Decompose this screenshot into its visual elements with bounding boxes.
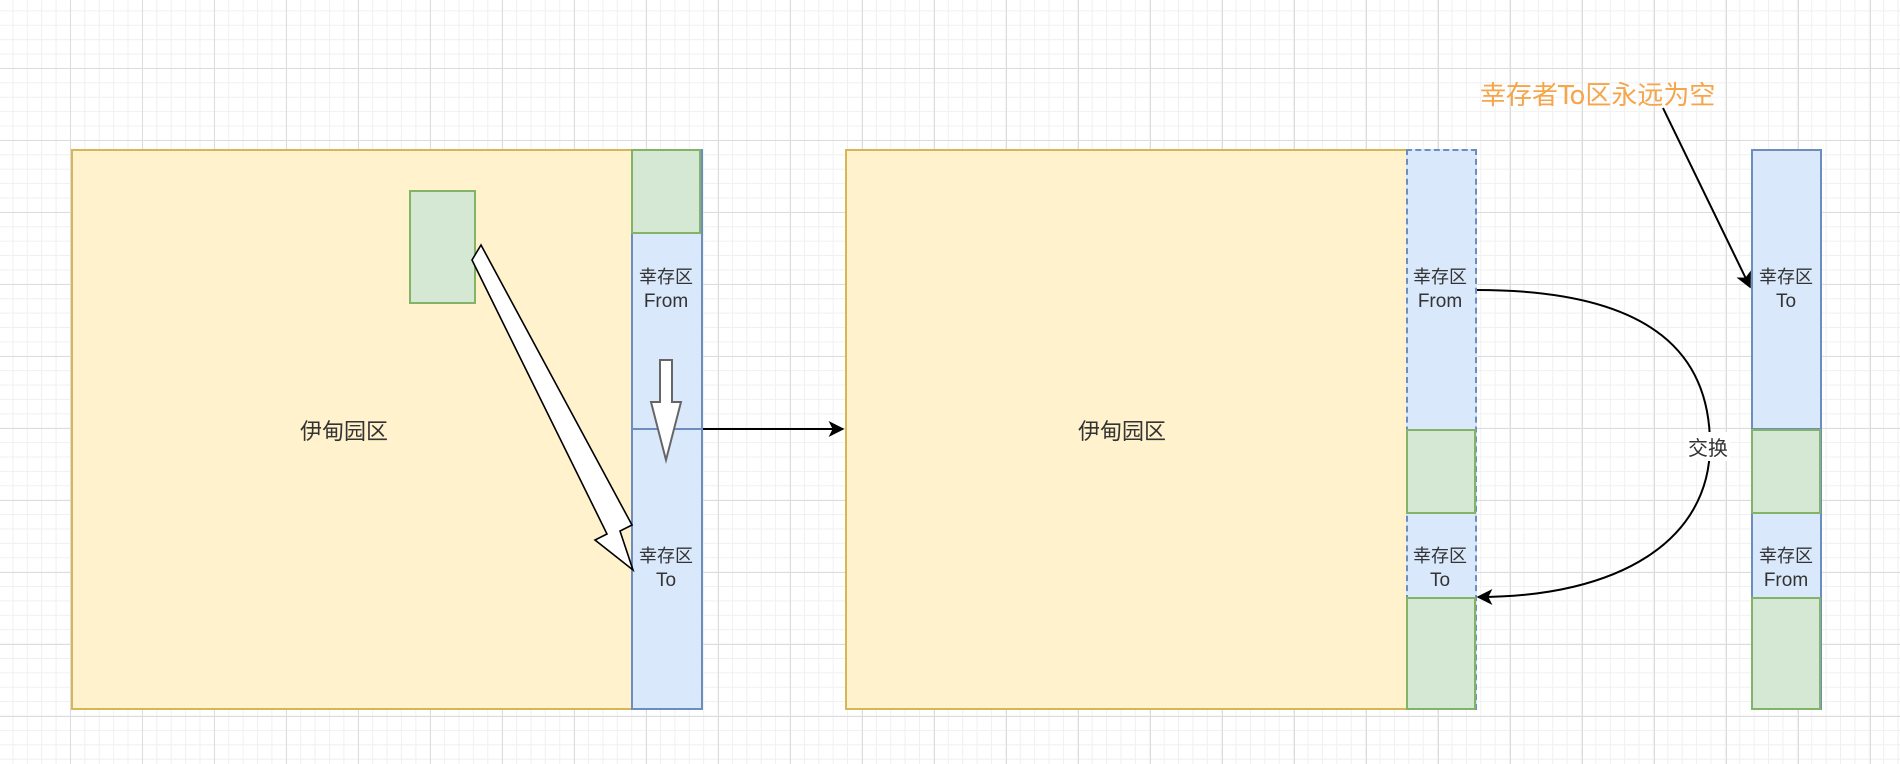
left-survivor-object — [631, 149, 701, 234]
swap-curve-arrow — [1476, 289, 1712, 605]
middle-to-label: 幸存区 To — [1400, 545, 1480, 593]
swap-label: 交换 — [1686, 432, 1730, 461]
left-from-label-en: From — [643, 291, 689, 312]
right-to-label-cn: 幸存区 — [1759, 267, 1813, 288]
left-to-label: 幸存区 To — [626, 545, 706, 593]
copy-to-survivor-arrow — [471, 243, 635, 573]
middle-survivor-object-lower — [1406, 597, 1476, 710]
middle-eden-area — [845, 149, 1408, 710]
middle-from-label-cn: 幸存区 — [1413, 267, 1467, 288]
right-survivor-to-area — [1751, 149, 1822, 430]
left-eden-label: 伊甸园区 — [300, 420, 389, 445]
right-to-label: 幸存区 To — [1746, 266, 1826, 314]
right-survivor-object-upper — [1751, 429, 1821, 514]
left-from-label: 幸存区 From — [626, 266, 706, 314]
middle-to-label-en: To — [1429, 570, 1451, 591]
left-eden-object — [409, 190, 476, 304]
right-from-label-en: From — [1763, 570, 1809, 591]
middle-survivor-object-upper — [1406, 429, 1476, 514]
left-from-label-cn: 幸存区 — [639, 267, 693, 288]
right-survivor-object-lower — [1751, 597, 1821, 710]
note-pointer-arrow — [1662, 107, 1751, 289]
to-area-always-empty-note: 幸存者To区永远为空 — [1480, 81, 1716, 111]
left-survivor-to-area — [631, 428, 703, 710]
left-to-label-cn: 幸存区 — [639, 546, 693, 567]
clear-down-arrow — [649, 359, 683, 464]
middle-eden-label: 伊甸园区 — [1078, 420, 1167, 445]
right-from-label: 幸存区 From — [1746, 545, 1826, 593]
right-to-label-en: To — [1775, 291, 1797, 312]
middle-from-label-en: From — [1417, 291, 1463, 312]
left-eden-area — [71, 149, 633, 710]
left-to-label-en: To — [655, 570, 677, 591]
right-from-label-cn: 幸存区 — [1759, 546, 1813, 567]
middle-to-label-cn: 幸存区 — [1413, 546, 1467, 567]
middle-from-label: 幸存区 From — [1400, 266, 1480, 314]
